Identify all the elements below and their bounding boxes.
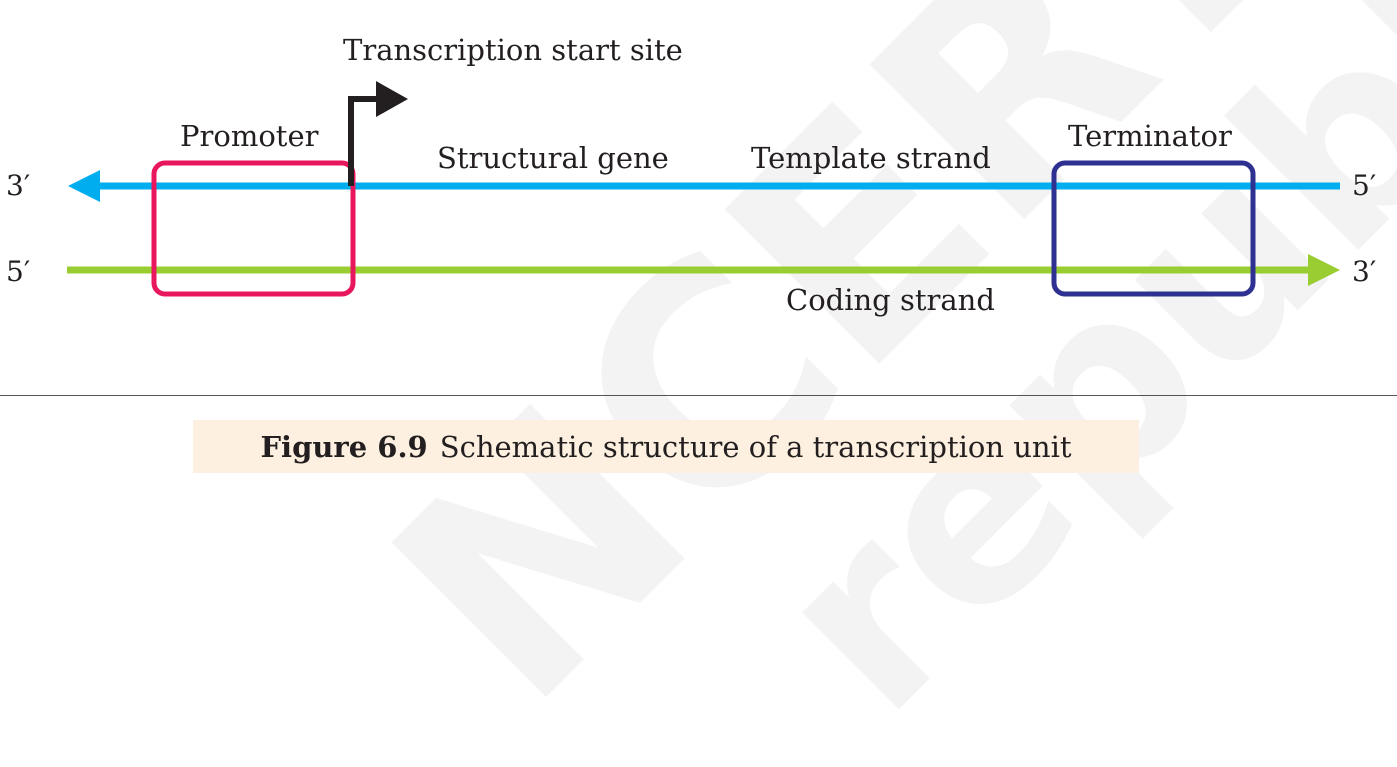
transcription-start-site-label: Transcription start site — [343, 33, 683, 67]
bent-arrow-icon — [348, 81, 408, 186]
promoter-box — [151, 160, 356, 297]
coding-strand-arrowhead-icon — [1308, 254, 1340, 286]
figure-caption-text: Schematic structure of a transcription u… — [439, 429, 1072, 464]
terminator-box — [1051, 160, 1256, 297]
coding-strand-right-end: 3′ — [1352, 255, 1377, 288]
template-strand-label: Template strand — [751, 141, 991, 175]
coding-strand-left-end: 5′ — [6, 255, 31, 288]
coding-strand-label: Coding strand — [786, 283, 995, 317]
promoter-label: Promoter — [180, 119, 319, 153]
template-strand-arrowhead-icon — [68, 170, 100, 202]
caption-divider — [0, 395, 1397, 396]
structural-gene-label: Structural gene — [437, 141, 669, 175]
transcription-unit-diagram — [67, 81, 1340, 297]
template-strand-left-end: 3′ — [6, 169, 31, 202]
figure-caption: Figure 6.9 Schematic structure of a tran… — [193, 420, 1139, 473]
template-strand-right-end: 5′ — [1352, 169, 1377, 202]
terminator-label: Terminator — [1068, 119, 1232, 153]
figure-number: Figure 6.9 — [260, 429, 428, 464]
